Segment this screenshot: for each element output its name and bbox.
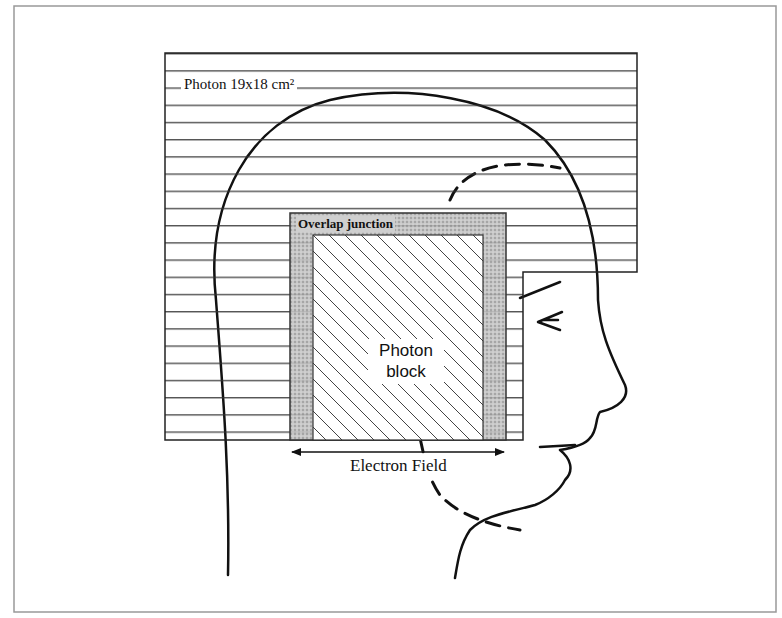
eye bbox=[538, 312, 562, 330]
photon-field-outline bbox=[165, 53, 637, 440]
overlap-band bbox=[290, 213, 506, 440]
photon-block: Photon block bbox=[313, 235, 483, 440]
overlap-junction: Overlap junctionPhoton block bbox=[290, 213, 506, 440]
brow bbox=[520, 282, 560, 298]
photon-block-outline bbox=[313, 235, 483, 440]
field-label: Electron Field bbox=[347, 456, 450, 476]
overlap-junction-label: Overlap junction bbox=[296, 216, 395, 232]
photon-block-label: Photon block bbox=[368, 339, 444, 384]
photon-field-label: Photon 19x18 cm² bbox=[181, 76, 297, 93]
dimension-arrow bbox=[292, 451, 504, 453]
photon-field: Photon 19x18 cm² Overlap junctionPhoton b… bbox=[165, 53, 637, 440]
photon-block-shape bbox=[313, 235, 483, 440]
mouth bbox=[540, 445, 575, 447]
frame bbox=[14, 6, 776, 612]
